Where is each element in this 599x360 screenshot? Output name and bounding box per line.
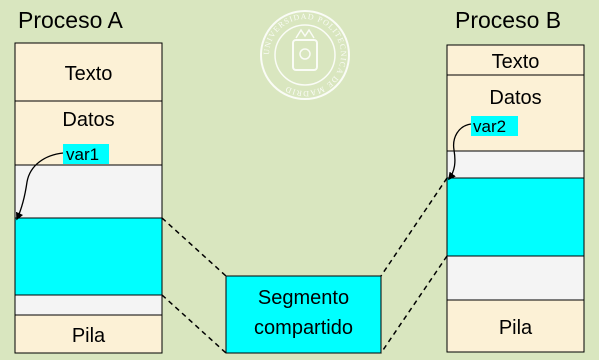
process-b-free-area-top bbox=[446, 150, 585, 179]
process-a-memory-map bbox=[14, 42, 163, 354]
process-a-title: Proceso A bbox=[18, 7, 123, 33]
process-a-free-area-top bbox=[14, 164, 163, 219]
process-a-shared-region bbox=[14, 217, 163, 296]
process-b-text-segment bbox=[446, 44, 585, 76]
process-b-stack-label: Pila bbox=[499, 317, 533, 339]
process-a-text-label: Texto bbox=[65, 63, 113, 85]
var1-label: var1 bbox=[66, 145, 99, 164]
mapping-lines bbox=[161, 177, 448, 354]
process-b-stack-segment bbox=[446, 299, 585, 353]
process-a-free-area-bottom bbox=[14, 294, 163, 316]
var1-highlight bbox=[63, 144, 109, 164]
shared-segment-line2: compartido bbox=[254, 317, 353, 339]
var2-label: var2 bbox=[473, 117, 506, 136]
process-a-text-segment bbox=[14, 42, 163, 102]
process-a-data-label: Datos bbox=[62, 109, 114, 131]
process-b-memory-map bbox=[446, 44, 585, 353]
mapping-line-b-top bbox=[380, 177, 448, 277]
process-a-stack-segment bbox=[14, 314, 163, 354]
var2-pointer-arrow bbox=[448, 123, 472, 181]
var2-highlight bbox=[471, 116, 518, 136]
process-b-data-label: Datos bbox=[489, 87, 541, 109]
shared-segment-line1: Segmento bbox=[258, 287, 349, 309]
shared-segment-box bbox=[225, 275, 382, 354]
process-a-stack-label: Pila bbox=[72, 325, 106, 347]
process-b-title: Proceso B bbox=[455, 7, 561, 33]
process-b-free-area-bottom bbox=[446, 255, 585, 301]
var1-pointer-arrow bbox=[16, 152, 64, 221]
university-seal-watermark bbox=[260, 10, 350, 100]
process-b-shared-region bbox=[446, 177, 585, 257]
mapping-line-b-bottom bbox=[380, 255, 448, 354]
process-b-text-label: Texto bbox=[492, 51, 540, 73]
